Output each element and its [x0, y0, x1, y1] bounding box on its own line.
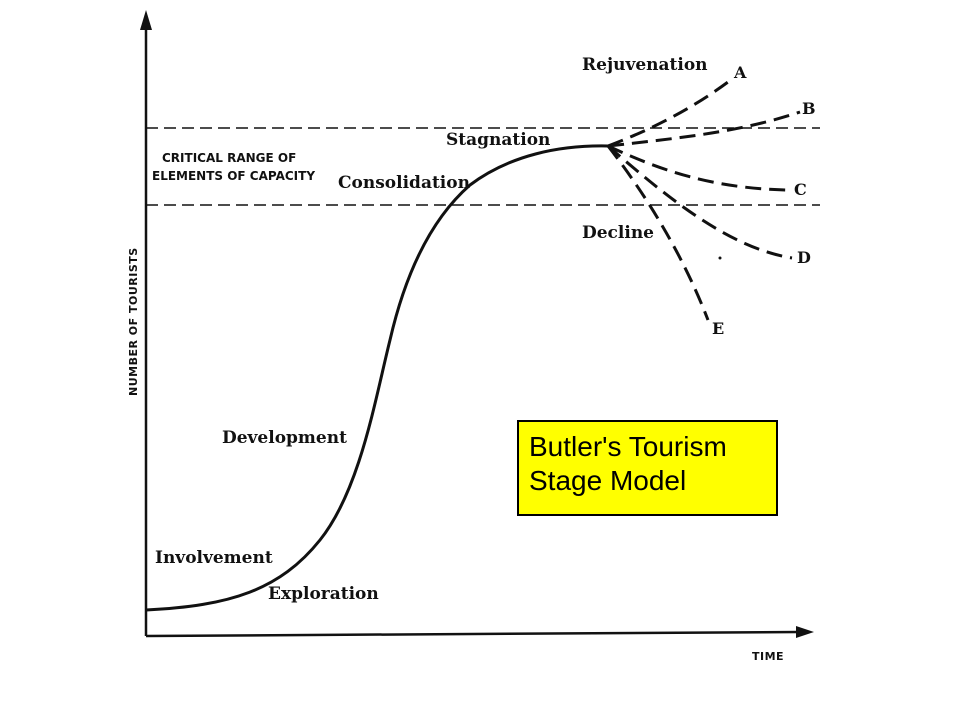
branch-label-d: D — [797, 248, 811, 267]
y-axis-arrowhead — [140, 10, 152, 30]
branch-label-b: B — [802, 99, 816, 118]
life-cycle-curve — [145, 144, 609, 612]
title-box: Butler's Tourism Stage Model — [517, 420, 778, 516]
branch-label-a: A — [733, 63, 747, 82]
stage-label-decline: Decline — [582, 223, 654, 243]
title-line-1: Butler's Tourism — [529, 431, 727, 462]
x-axis-label: TIME — [752, 650, 784, 663]
critical-range-label-line2: ELEMENTS OF CAPACITY — [152, 169, 315, 183]
stage-label-rejuvenation: Rejuvenation — [582, 55, 708, 75]
x-axis-arrowhead — [796, 626, 814, 638]
stage-label-stagnation: Stagnation — [446, 130, 550, 150]
critical-range-label-line1: CRITICAL RANGE OF — [162, 151, 296, 165]
stage-label-involvement: Involvement — [155, 548, 273, 568]
x-axis — [145, 630, 801, 638]
branch-label-e: E — [712, 319, 724, 338]
stage-label-development: Development — [222, 428, 347, 448]
stage-label-exploration: Exploration — [268, 584, 379, 604]
branch-curve-c — [607, 144, 787, 192]
speck-dot — [718, 256, 722, 260]
y-axis-label: NUMBER OF TOURISTS — [127, 247, 140, 396]
title-line-2: Stage Model — [529, 465, 687, 496]
branch-curve-d — [607, 144, 793, 260]
branch-curve-a — [607, 80, 729, 148]
branch-curve-e — [606, 145, 710, 321]
branch-curve-b — [607, 110, 801, 148]
branch-label-c: C — [794, 180, 807, 199]
stage-label-consolidation: Consolidation — [338, 173, 470, 193]
